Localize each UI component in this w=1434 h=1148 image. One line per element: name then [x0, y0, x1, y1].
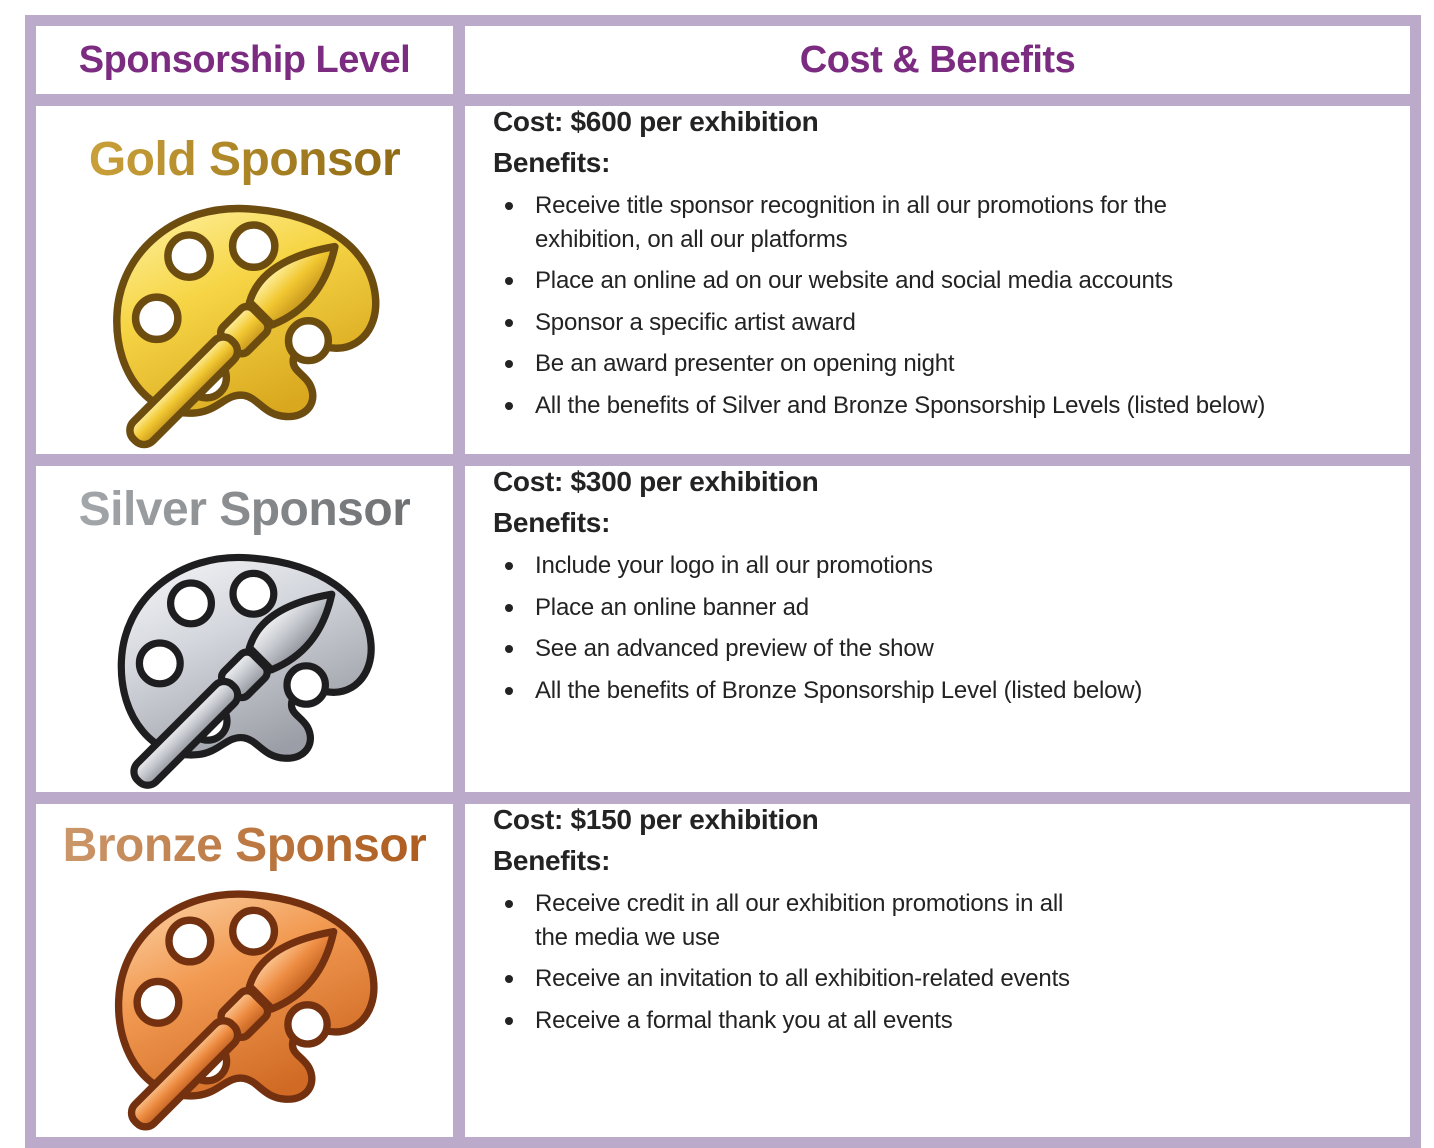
gold-row-title: Gold Sponsor — [88, 133, 401, 186]
benefit-item: Receive title sponsor recognition in all… — [493, 189, 1402, 256]
silver-row-title: Silver Sponsor — [78, 483, 411, 536]
benefit-item: Place an online ad on our website and so… — [493, 264, 1402, 298]
header-cell-benefits: Cost & Benefits — [465, 26, 1410, 94]
bronze-benefits-cell: Cost: $150 per exhibition Benefits: Rece… — [465, 804, 1410, 1137]
benefit-item: Sponsor a specific artist award — [493, 306, 1402, 340]
gold-benefits-label: Benefits: — [493, 147, 611, 178]
bronze-benefits-list: Receive credit in all our exhibition pro… — [493, 887, 1402, 1037]
silver-palette-brush-icon — [107, 541, 383, 792]
benefit-item: Be an award presenter on opening night — [493, 347, 1402, 381]
gold-cost-line: Cost: $600 per exhibition — [493, 106, 819, 137]
benefit-item: Include your logo in all our promotions — [493, 549, 1402, 583]
silver-benefits-cell: Cost: $300 per exhibition Benefits: Incl… — [465, 466, 1410, 792]
benefit-item: Place an online banner ad — [493, 591, 1402, 625]
bronze-benefits-label: Benefits: — [493, 845, 611, 876]
benefit-item: Receive an invitation to all exhibition-… — [493, 962, 1402, 996]
header-benefits-label: Cost & Benefits — [799, 38, 1076, 81]
benefit-item: All the benefits of Bronze Sponsorship L… — [493, 674, 1402, 708]
benefit-item: Receive a formal thank you at all events — [493, 1004, 1402, 1038]
gold-benefits-cell: Cost: $600 per exhibition Benefits: Rece… — [465, 106, 1410, 454]
bronze-row-title: Bronze Sponsor — [62, 819, 427, 872]
bronze-cost-line: Cost: $150 per exhibition — [493, 804, 819, 835]
benefit-item: All the benefits of Silver and Bronze Sp… — [493, 389, 1402, 423]
gold-level-cell: Gold Sponsor — [36, 106, 453, 454]
header-level-label: Sponsorship Level — [78, 38, 411, 81]
bronze-palette-brush-icon — [104, 877, 386, 1135]
gold-palette-brush-icon — [102, 191, 388, 453]
benefit-item: See an advanced preview of the show — [493, 632, 1402, 666]
silver-level-cell: Silver Sponsor — [36, 466, 453, 792]
bronze-level-cell: Bronze Sponsor — [36, 804, 453, 1137]
header-cell-level: Sponsorship Level — [36, 26, 453, 94]
benefit-item: Receive credit in all our exhibition pro… — [493, 887, 1402, 954]
gold-benefits-list: Receive title sponsor recognition in all… — [493, 189, 1402, 423]
silver-benefits-label: Benefits: — [493, 507, 611, 538]
silver-cost-line: Cost: $300 per exhibition — [493, 466, 819, 497]
sponsorship-table: Sponsorship Level Cost & Benefits Gold S… — [25, 15, 1421, 1148]
